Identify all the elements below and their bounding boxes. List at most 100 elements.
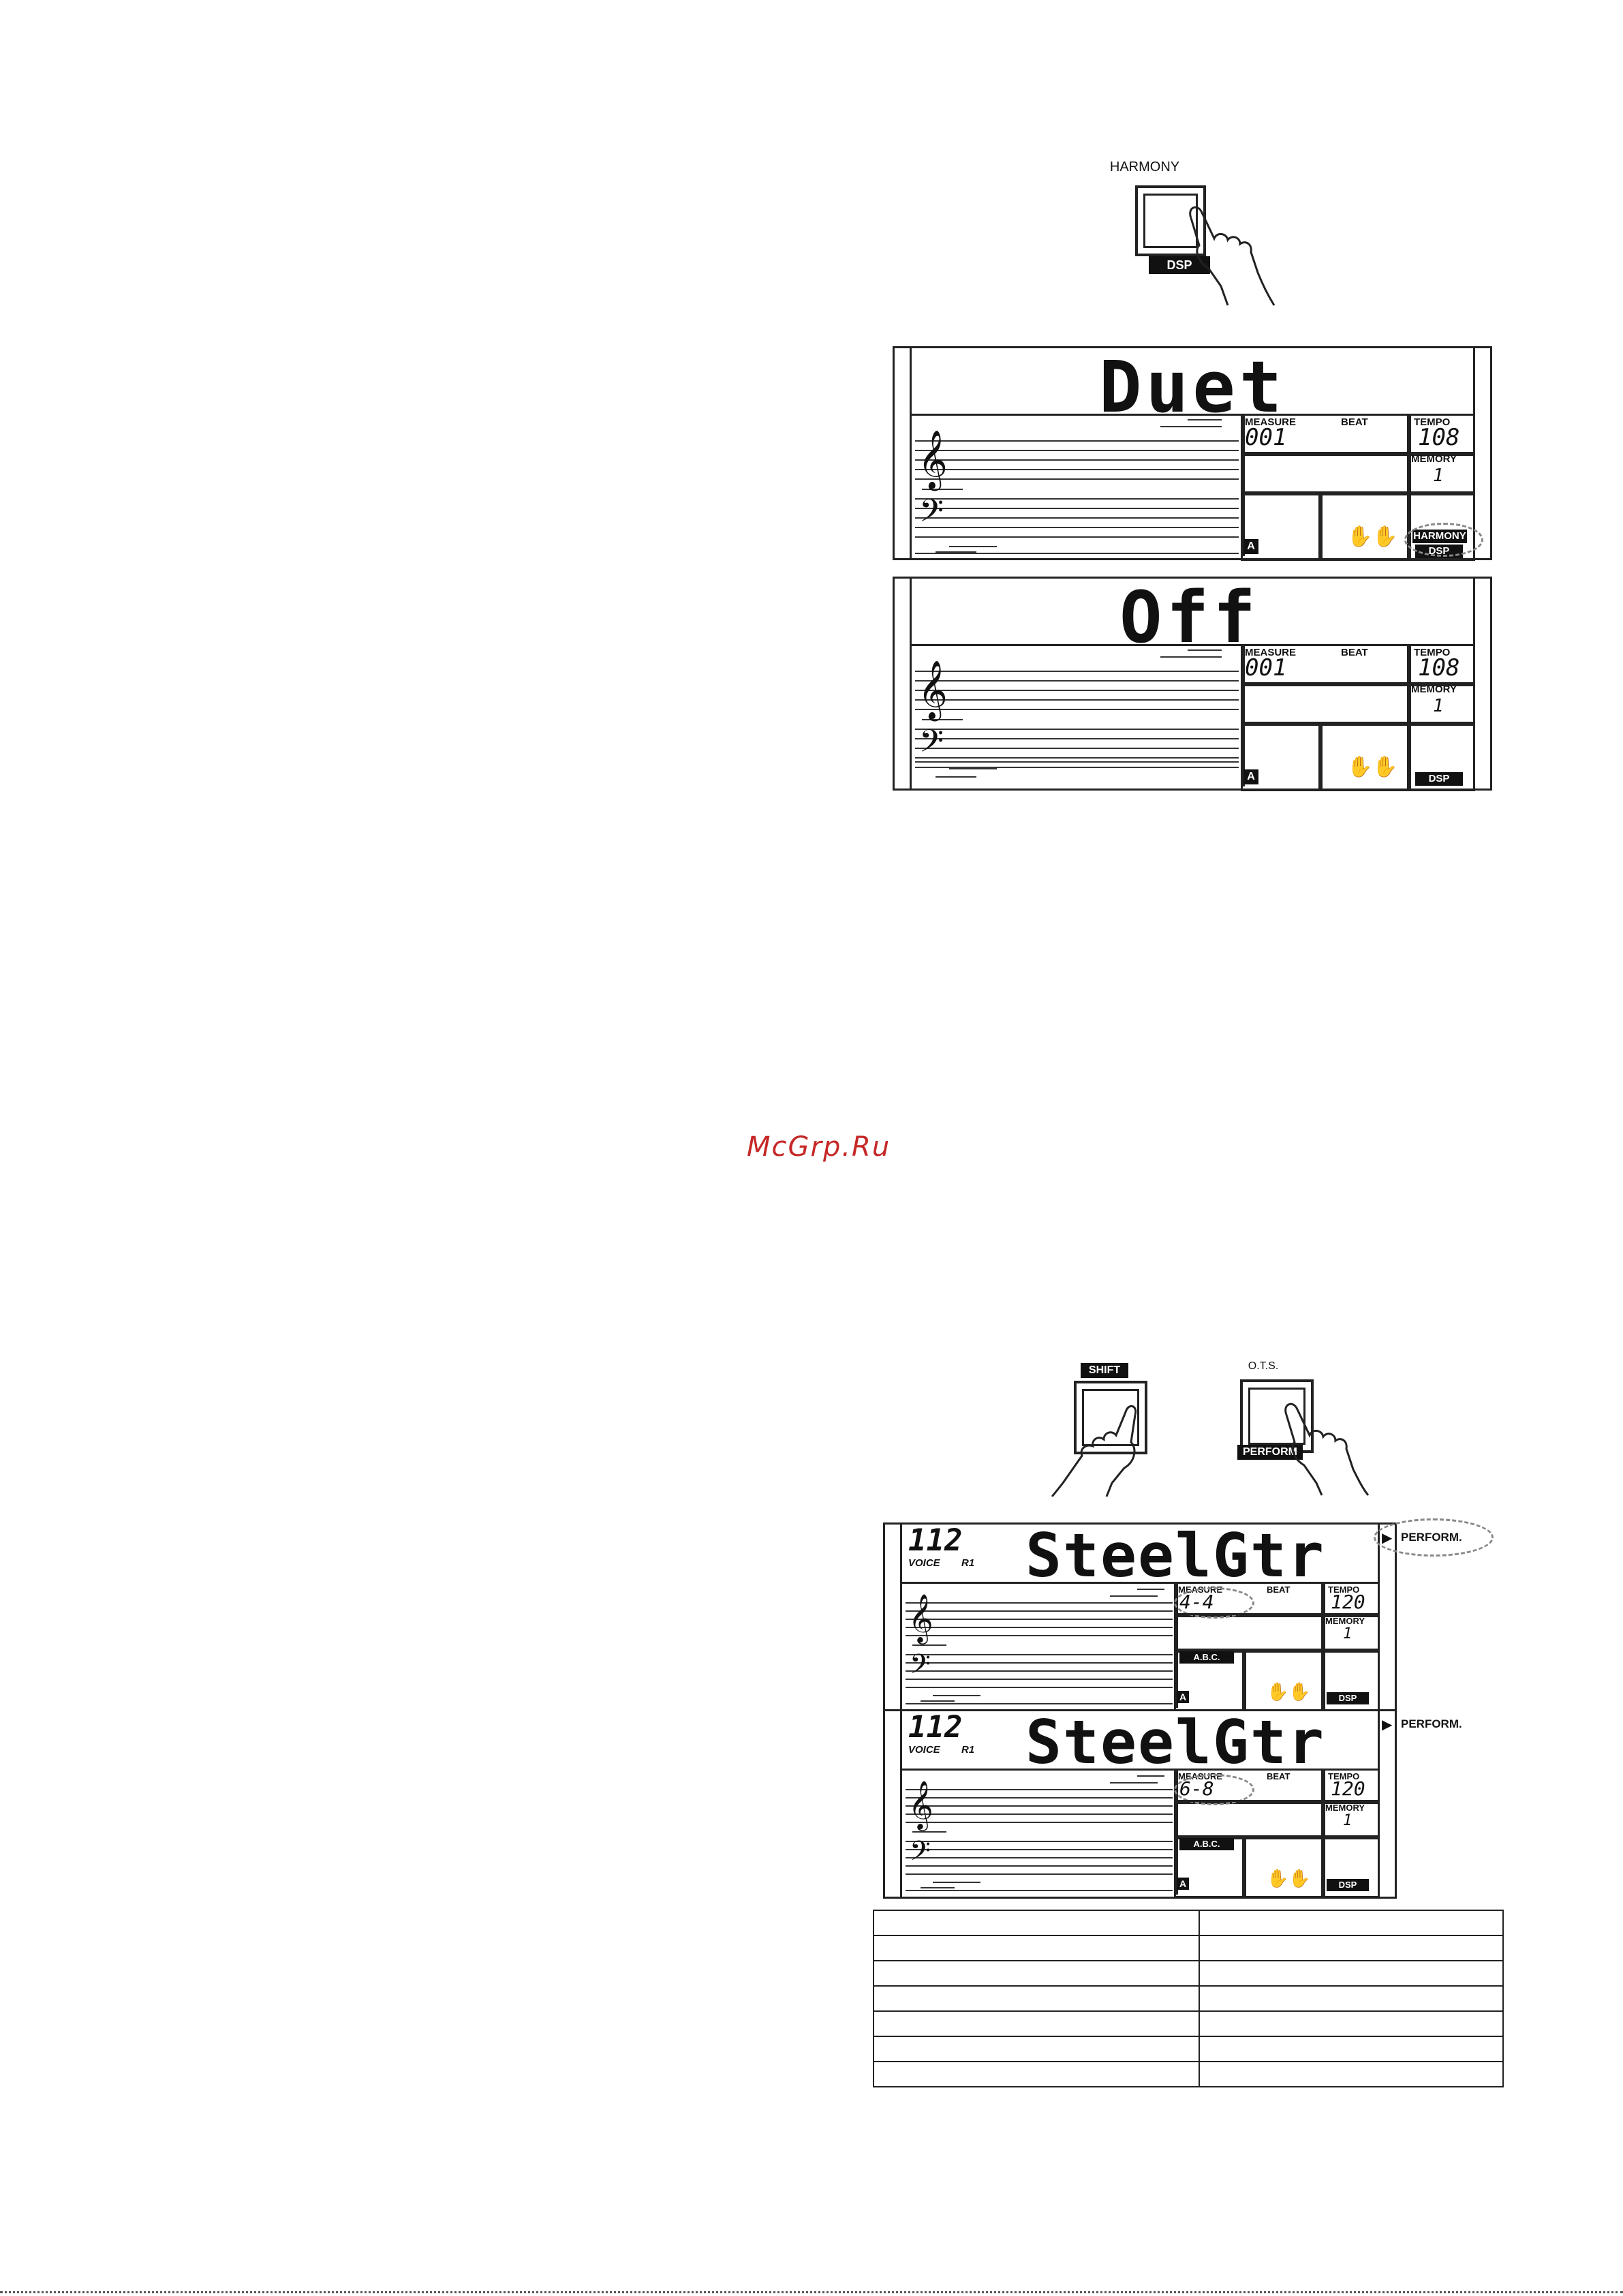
- table-cell: [873, 2010, 1200, 2037]
- table-row: [873, 2061, 1504, 2087]
- memory-label: MEMORY: [1411, 453, 1457, 465]
- shift-tag: SHIFT: [1081, 1363, 1128, 1378]
- tempo-value: 108: [1418, 654, 1460, 682]
- table-row: [873, 1910, 1504, 1936]
- measure-label: MEASURE: [1245, 647, 1297, 658]
- a-indicator: A: [1177, 1691, 1189, 1703]
- r1-label: R1: [961, 1744, 975, 1756]
- pointing-hand-icon: [1189, 206, 1276, 306]
- music-staff: [902, 1771, 1178, 1895]
- mid-cell: [1241, 682, 1411, 726]
- mid-cell: [1241, 452, 1411, 495]
- hands-cell: [1242, 1835, 1325, 1898]
- harmony-button-figure: HARMONY DSP: [1104, 157, 1281, 307]
- beat-label: BEAT: [1267, 1771, 1290, 1781]
- voice-number: 112: [908, 1710, 963, 1745]
- a-indicator: A: [1243, 539, 1258, 554]
- tempo-label: TEMPO: [1414, 416, 1451, 428]
- dsp-cell: [1407, 491, 1475, 561]
- abc-tag: A.B.C.: [1179, 1838, 1234, 1850]
- highlight-oval: [1174, 1774, 1254, 1805]
- table-cell: [1199, 1935, 1504, 1961]
- tempo-label: TEMPO: [1328, 1585, 1360, 1595]
- memory-value: 1: [1343, 1812, 1352, 1829]
- play-arrow-icon: ▶: [1382, 1717, 1393, 1732]
- music-staff: [912, 646, 1245, 786]
- watermark-text: McGrp.Ru: [747, 1131, 891, 1163]
- voice-label: VOICE: [908, 1557, 940, 1569]
- highlight-oval: [1174, 1587, 1254, 1619]
- memory-value: 1: [1433, 465, 1444, 486]
- beat-label: BEAT: [1341, 647, 1368, 658]
- hands-cell: [1318, 491, 1411, 561]
- page-bottom-divider: [0, 2291, 1623, 2293]
- abc-tag: A.B.C.: [1179, 1651, 1234, 1664]
- lcd-title-row: [912, 348, 1473, 416]
- measure-beat-cell: [1241, 414, 1411, 456]
- memory-cell: [1321, 1613, 1380, 1653]
- lcd-display-steelgtr-6-8: 112 VOICE R1 SteelGtr 𝄞 𝄢 MEASURE BEAT 6…: [883, 1707, 1397, 1899]
- r1-label: R1: [961, 1557, 975, 1569]
- harmony-button[interactable]: [1135, 185, 1206, 256]
- music-staff: [912, 416, 1245, 556]
- bottom-left-cell: [1174, 1835, 1246, 1898]
- table-row: [873, 2036, 1504, 2062]
- music-staff: [902, 1584, 1178, 1708]
- table-cell: [873, 1985, 1200, 2012]
- table-cell: [873, 1910, 1200, 1936]
- treble-clef-icon: 𝄞: [908, 1593, 933, 1642]
- lcd-display-steelgtr-4-4: 112 VOICE R1 SteelGtr 𝄞 𝄢 MEASURE BEAT 4…: [883, 1520, 1397, 1712]
- table-cell: [873, 2061, 1200, 2087]
- tempo-cell: [1407, 414, 1475, 456]
- a-indicator: A: [1243, 769, 1258, 784]
- tempo-label: TEMPO: [1414, 647, 1451, 658]
- ots-button-label: O.T.S.: [1248, 1360, 1279, 1372]
- dsp-cell: [1321, 1835, 1380, 1898]
- dsp-tag: DSP: [1415, 772, 1463, 786]
- settings-table: [873, 1910, 1504, 2087]
- a-indicator: A: [1177, 1878, 1189, 1890]
- tempo-cell: [1407, 644, 1475, 686]
- bass-clef-icon: 𝄢: [910, 1649, 931, 1687]
- hands-cell: [1242, 1649, 1325, 1711]
- shift-button[interactable]: [1074, 1381, 1147, 1454]
- table-cell: [873, 1960, 1200, 1987]
- perform-tag: PERFORM: [1237, 1445, 1303, 1460]
- mid-cell: [1174, 1613, 1325, 1653]
- ots-button-figure: O.T.S. PERFORM: [1220, 1360, 1383, 1497]
- dsp-tag: DSP: [1327, 1879, 1369, 1891]
- pointing-hand-icon: [1051, 1405, 1137, 1497]
- measure-label: MEASURE: [1245, 416, 1297, 428]
- lcd-title: SteelGtr: [1025, 1520, 1325, 1591]
- measure-beat-cell: [1241, 644, 1411, 686]
- beat-label: BEAT: [1267, 1585, 1290, 1595]
- memory-label: MEMORY: [1411, 684, 1457, 695]
- mid-cell: [1174, 1800, 1325, 1839]
- table-row: [873, 1985, 1504, 2012]
- lcd-title-row: [902, 1711, 1378, 1771]
- memory-label: MEMORY: [1325, 1616, 1365, 1626]
- dsp-cell: [1407, 722, 1475, 791]
- table-cell: [873, 1935, 1200, 1961]
- table-cell: [1199, 2061, 1504, 2087]
- memory-value: 1: [1343, 1625, 1352, 1642]
- beat-label: BEAT: [1341, 416, 1368, 428]
- hands-icon: ✋✋: [1267, 1681, 1311, 1702]
- hands-icon: ✋✋: [1267, 1868, 1311, 1888]
- measure-value: 001: [1245, 424, 1287, 451]
- hands-icon: ✋✋: [1347, 525, 1398, 548]
- treble-clef-icon: 𝄞: [908, 1779, 933, 1829]
- pointing-hand-icon: [1284, 1403, 1370, 1496]
- bass-clef-icon: 𝄢: [919, 723, 944, 767]
- table-cell: [1199, 2010, 1504, 2037]
- table-cell: [1199, 2036, 1504, 2062]
- tempo-label: TEMPO: [1328, 1771, 1360, 1781]
- hands-cell: [1318, 722, 1411, 791]
- memory-cell: [1407, 682, 1475, 726]
- tempo-cell: [1321, 1769, 1380, 1804]
- lcd-title-row: [912, 579, 1473, 646]
- bottom-left-cell: [1241, 491, 1323, 561]
- table-row: [873, 1960, 1504, 1987]
- voice-label: VOICE: [908, 1744, 940, 1756]
- table-row: [873, 2010, 1504, 2037]
